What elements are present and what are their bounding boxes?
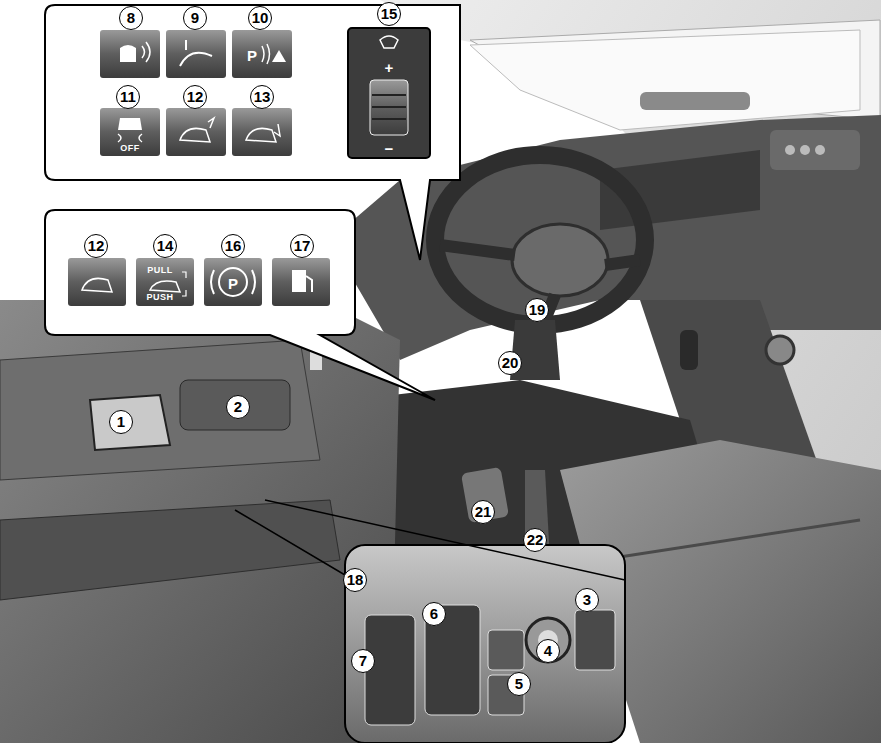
callout-number: 16 [221,234,245,258]
icon-text: P [247,47,257,64]
callout-number: 14 [153,234,177,258]
callout-number: 18 [343,568,367,592]
callout-number: 5 [507,672,531,696]
icon-text: + [385,59,394,76]
callout-number: 3 [575,588,599,612]
callout-number: 17 [290,234,314,258]
callout-number: 21 [471,500,495,524]
callout-number: 6 [422,602,446,626]
callout-number: 11 [116,85,140,109]
callout-number: 22 [523,528,547,552]
callout-number: 12 [183,85,207,109]
icon-text: PUSH [146,292,173,302]
callout-number: 20 [498,351,522,375]
callout-number: 1 [109,410,133,434]
callout-number: 8 [119,6,143,30]
callout-number: 12 [84,234,108,258]
icon-text: OFF [120,143,140,153]
callout-number: 13 [250,85,274,109]
callout-number: 2 [226,395,250,419]
callout-number: 4 [536,639,560,663]
callout-number: 19 [525,298,549,322]
callout-number: 9 [183,6,207,30]
callout-number: 15 [377,2,401,26]
icon-text: PULL [147,265,173,275]
callout-number: 10 [248,6,272,30]
callout-number: 7 [351,649,375,673]
icon-text: − [385,140,394,157]
icon-text: P [228,275,238,292]
